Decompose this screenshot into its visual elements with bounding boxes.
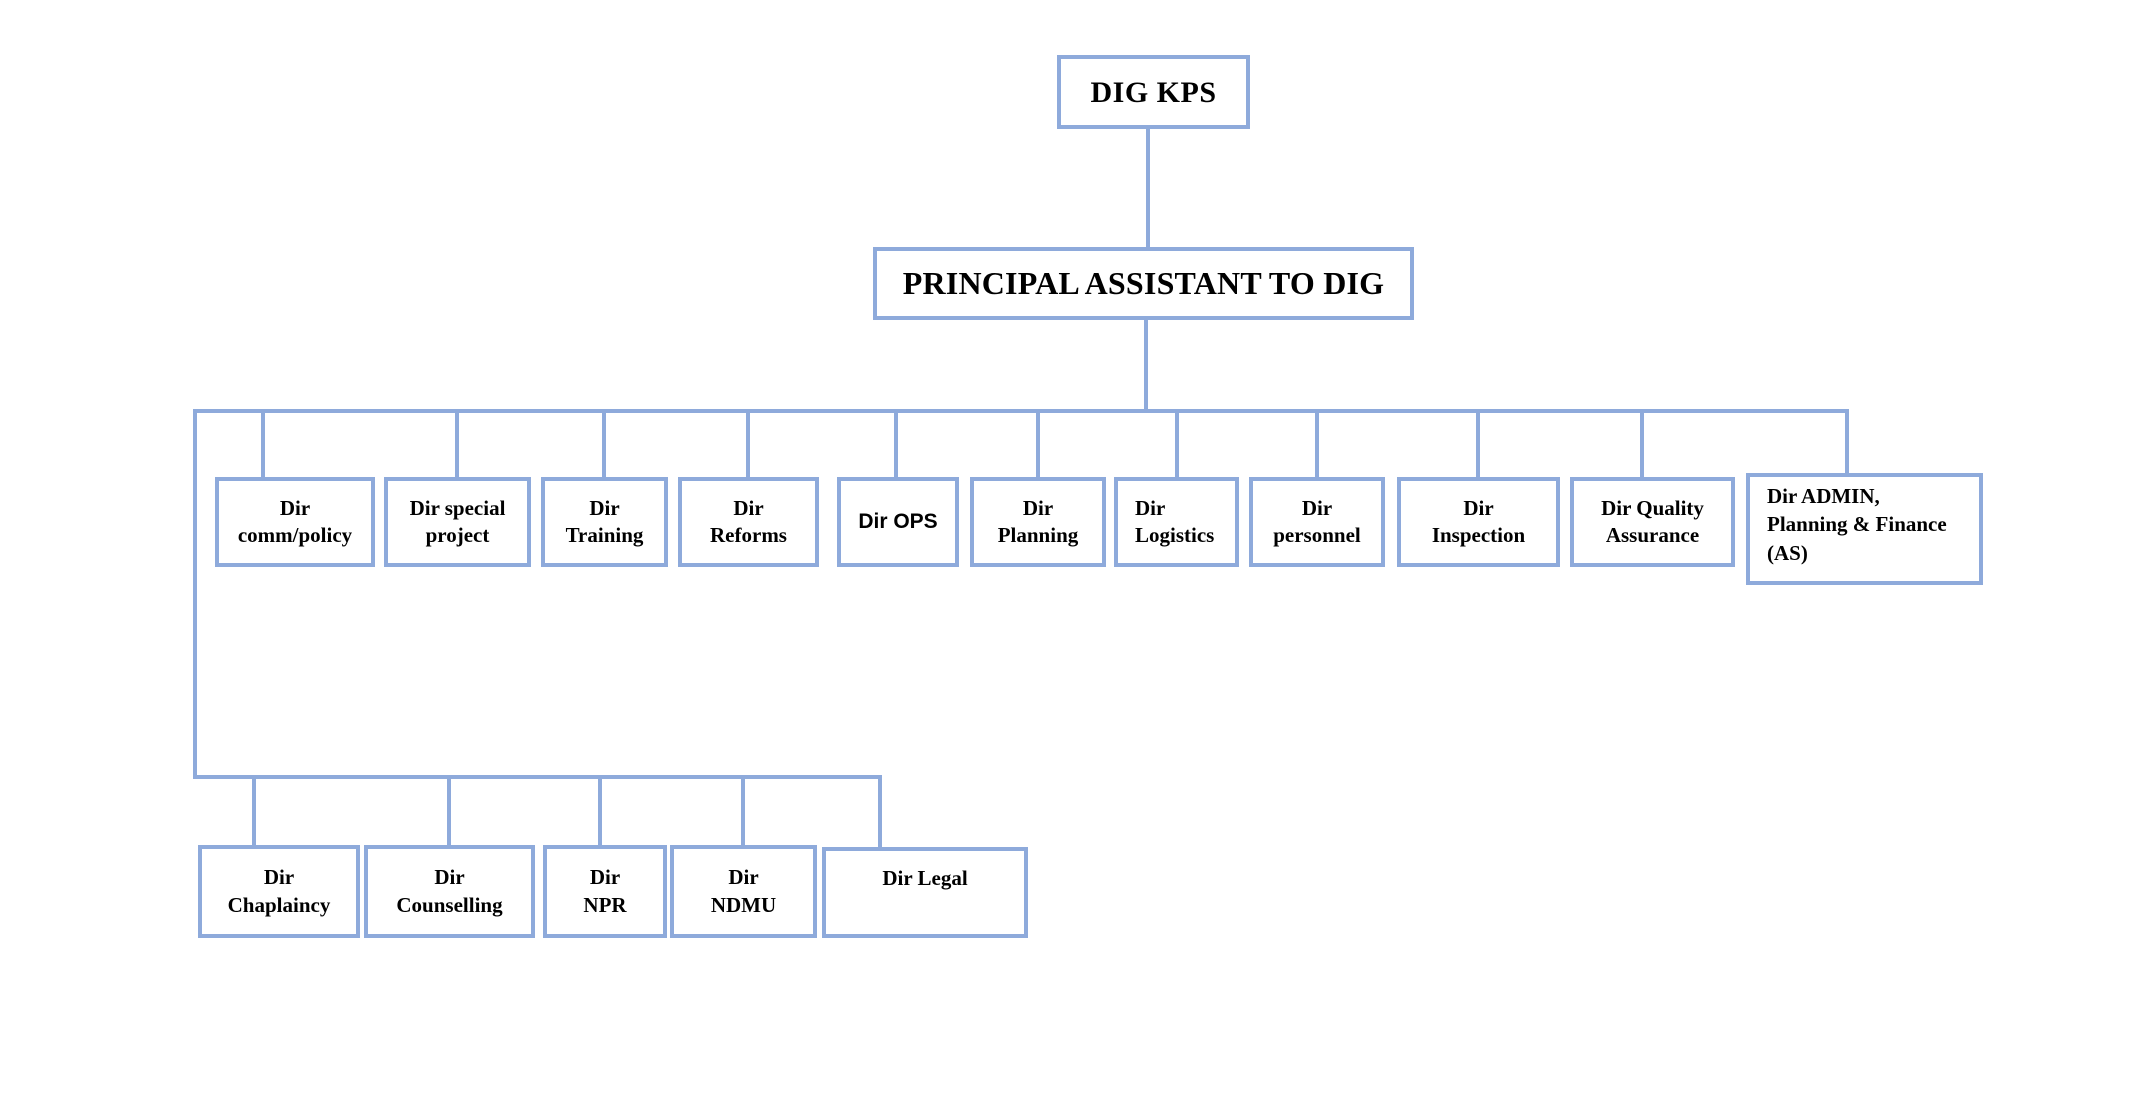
- org-node-dir-quality-assurance: Dir Quality Assurance: [1570, 477, 1735, 567]
- drop-dir-ndmu: [741, 777, 745, 847]
- connector-root-to-assistant: [1146, 127, 1150, 249]
- drop-dir-quality-assurance: [1640, 411, 1644, 479]
- node-label-line: Dir: [728, 865, 759, 890]
- org-node-dir-admin-planning-finance: Dir ADMIN, Planning & Finance (AS): [1746, 473, 1983, 585]
- node-label-line: Planning & Finance: [1767, 512, 1947, 537]
- org-node-dir-counselling: Dir Counselling: [364, 845, 535, 938]
- org-node-dir-training: Dir Training: [541, 477, 668, 567]
- drop-dir-counselling: [447, 777, 451, 847]
- node-label-line: Dir: [263, 865, 295, 890]
- node-label-line: Dir ADMIN,: [1767, 484, 1880, 508]
- org-node-dir-personnel: Dir personnel: [1249, 477, 1385, 567]
- node-label: DIG KPS: [1090, 75, 1217, 109]
- org-node-dir-planning: Dir Planning: [970, 477, 1106, 567]
- drop-dir-reforms: [746, 411, 750, 479]
- node-label-line: Logistics: [1135, 523, 1215, 547]
- node-label-line: Dir: [279, 495, 311, 520]
- node-label-line: Counselling: [396, 892, 503, 917]
- org-node-dir-chaplaincy: Dir Chaplaincy: [198, 845, 360, 938]
- node-label-line: Chaplaincy: [227, 892, 331, 917]
- org-node-dir-comm-policy: Dir comm/policy: [215, 477, 375, 567]
- drop-dir-personnel: [1315, 411, 1319, 479]
- drop-dir-admin: [1845, 411, 1849, 475]
- node-label-line: comm/policy: [237, 523, 353, 547]
- node-label-line: project: [425, 523, 490, 547]
- node-label-line: NDMU: [710, 892, 777, 917]
- drop-dir-legal: [878, 777, 882, 849]
- connector-assistant-to-bus1: [1144, 318, 1148, 413]
- org-node-dig-kps: DIG KPS: [1057, 55, 1250, 129]
- drop-dir-logistics: [1175, 411, 1179, 479]
- bus-row1: [193, 409, 1849, 413]
- org-node-dir-logistics: Dir Logistics: [1114, 477, 1239, 567]
- node-label-line: Dir Quality: [1601, 495, 1704, 520]
- node-label-line: Dir: [1463, 495, 1494, 520]
- node-label-line: Dir: [1135, 495, 1166, 520]
- node-label-line: Dir: [1022, 495, 1054, 520]
- connector-left-branch: [193, 409, 197, 779]
- org-node-dir-reforms: Dir Reforms: [678, 477, 819, 567]
- drop-dir-training: [602, 411, 606, 479]
- org-node-dir-ops: Dir OPS: [837, 477, 959, 567]
- org-node-dir-inspection: Dir Inspection: [1397, 477, 1560, 567]
- node-label-line: Dir: [589, 495, 620, 520]
- node-label-line: Dir: [733, 495, 764, 520]
- bus-row2: [193, 775, 882, 779]
- node-label: PRINCIPAL ASSISTANT TO DIG: [902, 264, 1385, 301]
- node-label-line: (AS): [1767, 540, 1808, 565]
- drop-dir-chaplaincy: [252, 777, 256, 847]
- node-label-line: NPR: [583, 892, 627, 917]
- node-label-line: personnel: [1273, 523, 1361, 547]
- node-label-line: Dir Legal: [882, 866, 968, 890]
- org-node-dir-ndmu: Dir NDMU: [670, 845, 817, 938]
- node-label-line: Dir: [589, 865, 621, 890]
- node-label-line: Training: [565, 523, 644, 547]
- org-node-dir-legal: Dir Legal: [822, 847, 1028, 938]
- drop-dir-inspection: [1476, 411, 1480, 479]
- node-label-line: Inspection: [1431, 523, 1526, 547]
- node-label-line: Assurance: [1605, 523, 1700, 547]
- node-label-line: Dir OPS: [858, 510, 938, 534]
- drop-dir-ops: [894, 411, 898, 479]
- node-label-line: Dir special: [409, 495, 506, 520]
- node-label-line: Dir: [1301, 495, 1333, 520]
- drop-dir-planning: [1036, 411, 1040, 479]
- node-label-line: Reforms: [710, 523, 787, 547]
- org-node-principal-assistant: PRINCIPAL ASSISTANT TO DIG: [873, 247, 1414, 320]
- drop-dir-special-project: [455, 411, 459, 479]
- org-node-dir-special-project: Dir special project: [384, 477, 531, 567]
- drop-dir-comm-policy: [261, 411, 265, 479]
- drop-dir-npr: [598, 777, 602, 847]
- node-label-line: Planning: [997, 523, 1079, 547]
- node-label-line: Dir: [434, 865, 465, 890]
- org-node-dir-npr: Dir NPR: [543, 845, 667, 938]
